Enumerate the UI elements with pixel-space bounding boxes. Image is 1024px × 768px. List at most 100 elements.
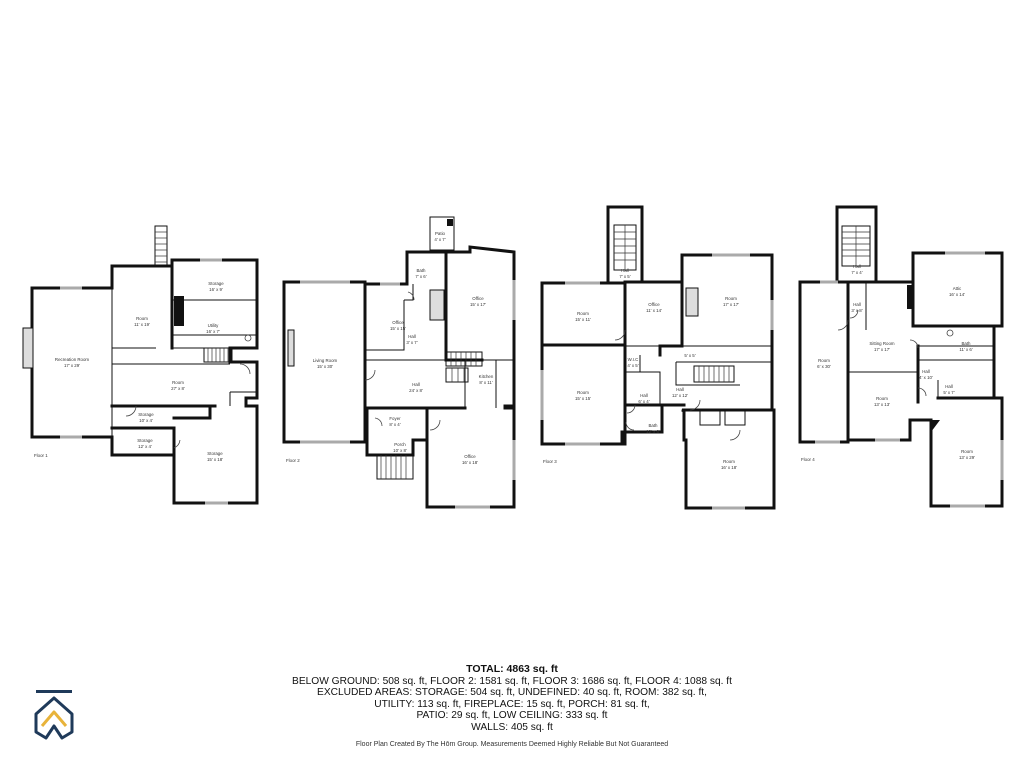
room-dims: 15' x 17' [470, 302, 486, 307]
room-dims: 12' x 4' [138, 444, 152, 449]
floor-3-plan [540, 205, 776, 510]
floor-2-label: Floor 2 [286, 458, 300, 463]
room-dims: 16' x 14' [949, 292, 965, 297]
room-name: Room [725, 296, 737, 301]
room-name: Room [723, 459, 735, 464]
room-dims: 7' x 5' [619, 274, 630, 279]
room-dims: 13' x 13' [874, 402, 890, 407]
floor-4-plan [798, 205, 1004, 508]
room-dims: 17' x 17' [874, 347, 890, 352]
room-dims: 11' x 14' [646, 308, 662, 313]
room-name: Room [136, 316, 148, 321]
room-name: Hall [621, 268, 629, 273]
room-name: Hall [945, 384, 953, 389]
room-name: W.I.C [628, 357, 639, 362]
room-dims: 17' x 29' [64, 363, 80, 368]
room-name: Patio [435, 231, 446, 236]
room-name: Storage [208, 281, 224, 286]
room-name: Office [472, 296, 484, 301]
room-dims: 8' x 4' [389, 422, 400, 427]
room-name: Hall [412, 382, 420, 387]
room-dims: 4' x 10' [919, 375, 933, 380]
room-dims: 3' x 7' [406, 340, 417, 345]
summary-line: PATIO: 29 sq. ft, LOW CEILING: 333 sq. f… [416, 710, 608, 722]
room-name: Room [876, 396, 888, 401]
room-name: Storage [137, 438, 153, 443]
room-dims: 5' x 5' [684, 353, 695, 358]
room-name: Room [961, 449, 973, 454]
room-dims: 16' x 9' [209, 287, 223, 292]
room-dims: 5' x 7' [943, 390, 954, 395]
room-dims: 24' x 8' [409, 388, 423, 393]
room-name: Recreation Room [55, 357, 90, 362]
room-dims: 15' x 30' [317, 364, 333, 369]
room-dims: 6' x 4' [638, 399, 649, 404]
room-name: Kitchen [479, 374, 494, 379]
room-name: Office [464, 454, 476, 459]
floor-1-plan [22, 225, 259, 505]
room-dims: 13' x 29' [959, 455, 975, 460]
floor-2-fireplace [429, 289, 445, 321]
room-dims: 4' x 7' [434, 237, 445, 242]
room-dims: 27' x 8' [171, 386, 185, 391]
room-name: Hall [922, 369, 930, 374]
floor-3-fireplace [685, 287, 699, 317]
room-name: Utility [208, 323, 220, 328]
room-name: Office [648, 302, 660, 307]
floor-3-stairs [693, 365, 735, 383]
room-name: Storage [138, 412, 154, 417]
floor-2-plan [282, 216, 516, 509]
room-name: Room [577, 390, 589, 395]
room-dims: 15' x 18' [207, 457, 223, 462]
room-name: Foyer [389, 416, 401, 421]
room-dims: 17' x 17' [723, 302, 739, 307]
room-name: Bath [648, 423, 658, 428]
room-dims: 10' x 4' [139, 418, 153, 423]
room-name: Hall [676, 387, 684, 392]
room-name: Porch [394, 442, 406, 447]
room-dims: 10' x 8' [393, 448, 407, 453]
room-dims: 16' x 18' [462, 460, 478, 465]
floor-3-top-stairs [613, 224, 637, 271]
summary-line: UTILITY: 113 sq. ft, FIREPLACE: 15 sq. f… [374, 698, 650, 710]
total-area: TOTAL: 4863 sq. ft [466, 663, 558, 675]
floor-1-interior-stairs [203, 347, 233, 363]
room-dims: 7' x 6' [415, 274, 426, 279]
room-name: Hall [408, 334, 416, 339]
room-dims: 11' x 19' [134, 322, 150, 327]
floor-4-label: Floor 4 [801, 457, 815, 462]
room-dims: 15' x 11' [575, 317, 591, 322]
room-name: Hall [853, 264, 861, 269]
room-name: Attic [953, 286, 962, 291]
floor-1-chimney [174, 296, 184, 326]
floor-1-fireplace [22, 327, 34, 369]
floor-4-top-stairs [841, 225, 871, 267]
room-dims: 11' x 6' [959, 347, 972, 352]
room-dims: 3' x 8' [851, 308, 862, 313]
floor-2-porch-steps [376, 454, 414, 480]
room-dims: 15' x 15' [390, 326, 406, 331]
room-dims: 4' x 5' [627, 363, 638, 368]
room-name: Hall [640, 393, 648, 398]
room-dims: 6' x 30' [817, 364, 831, 369]
hom-group-logo-icon [34, 690, 74, 740]
room-dims: 15' x 15' [575, 396, 591, 401]
floor-1-stairs [154, 225, 168, 267]
floor-1-label: Floor 1 [34, 453, 48, 458]
room-name: Office [392, 320, 404, 325]
room-name: Room [577, 311, 589, 316]
room-name: Room [172, 380, 184, 385]
credit-line: Floor Plan Created By The Hōm Group. Mea… [355, 741, 669, 748]
room-name: Bath [961, 341, 971, 346]
floor-2-stairs [445, 351, 483, 383]
room-dims: 7' x 4' [851, 270, 862, 275]
room-dims: 8' x 11' [479, 380, 492, 385]
room-name: Living Room [313, 358, 338, 363]
room-name: Hall [853, 302, 861, 307]
room-name: Bath [416, 268, 426, 273]
area-summary: TOTAL: 4863 sq. ft BELOW GROUND: 508 sq.… [240, 663, 784, 733]
room-dims: 12' x 6' [646, 429, 660, 434]
room-dims: 12' x 12' [672, 393, 688, 398]
summary-line: WALLS: 405 sq. ft [471, 721, 553, 733]
